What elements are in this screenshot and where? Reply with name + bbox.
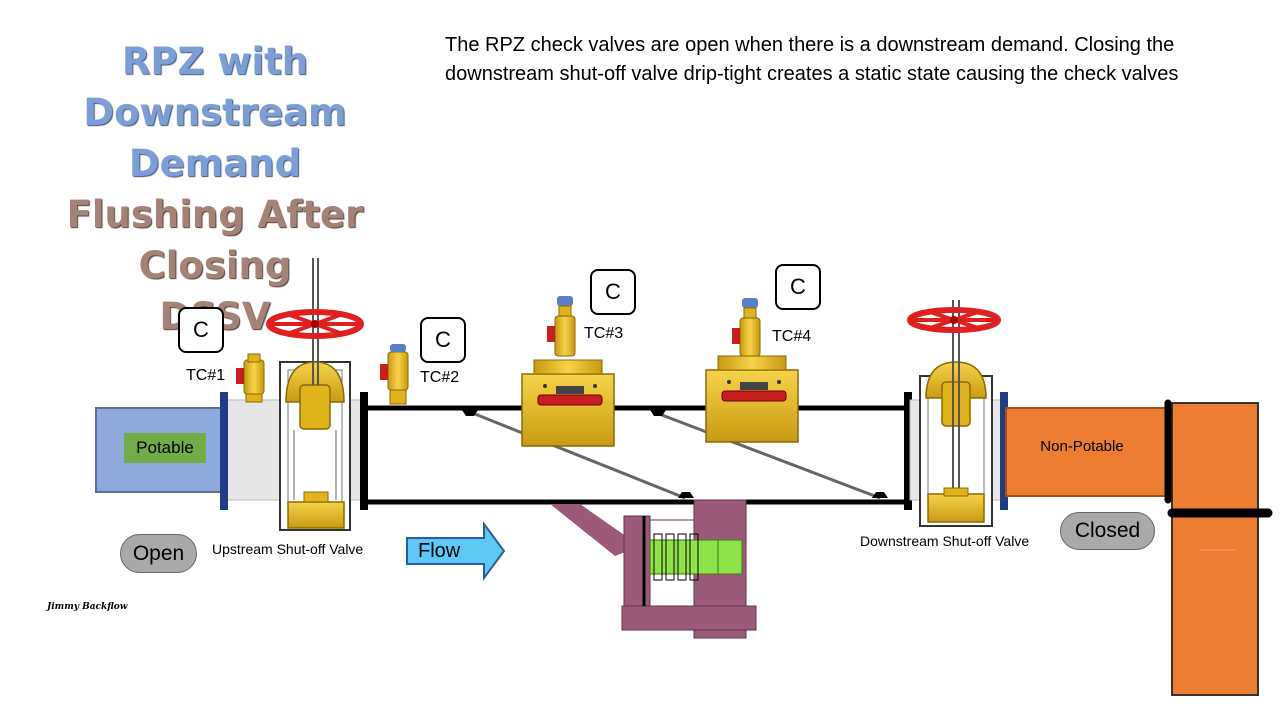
upstream-handwheel-icon[interactable] [266,309,364,339]
flow-arrow-icon [406,520,506,582]
check-valve-2-cover [705,355,799,443]
check-valve-1-cover [521,359,615,447]
downstream-handwheel-icon[interactable] [907,307,1001,333]
non-potable-pipe [1005,407,1169,497]
test-cock-4-tag: TC#4 [772,328,812,345]
test-cock-1-tag: TC#1 [186,367,226,384]
title-line-1: RPZ with [121,40,309,83]
title-line-2: Downstream Demand [83,91,347,185]
upstream-shutoff-valve[interactable] [279,258,351,531]
test-cock-3-state: C [590,269,636,315]
downstream-valve-label: Downstream Shut-off Valve [860,533,1030,549]
potable-label: Potable [124,433,206,463]
closed-status-badge: Closed [1060,512,1155,550]
upstream-valve-label: Upstream Shut-off Valve [212,541,364,557]
flow-label: Flow [418,540,461,562]
test-cock-2-tag: TC#2 [420,369,460,386]
test-cock-4-state: C [775,264,821,310]
rpz-body [364,408,906,502]
test-cock-1-state: C [178,307,224,353]
non-potable-label: Non-Potable [1040,438,1124,455]
check-valve-1-disc [469,410,686,500]
relief-valve [550,499,757,639]
downstream-shutoff-valve[interactable] [919,300,993,527]
test-cock-1-icon[interactable] [236,353,265,403]
test-cock-2-state: C [420,317,466,363]
test-cock-3-icon[interactable] [547,296,576,357]
page-title: RPZ with Downstream Demand Flushing Afte… [10,36,420,342]
check-valve-2-disc [653,410,881,500]
description-text: The RPZ check valves are open when there… [445,34,1179,85]
test-cock-3-tag: TC#3 [584,325,624,342]
open-status-badge: Open [120,534,197,573]
author-signature: Jimmy Backflow [47,602,128,612]
test-cock-4-icon[interactable] [732,298,761,357]
inlet-flange [220,392,228,510]
title-line-3: Flushing After Closing [66,193,364,287]
non-potable-riser [1171,402,1259,696]
test-cock-2-icon[interactable] [380,344,409,405]
